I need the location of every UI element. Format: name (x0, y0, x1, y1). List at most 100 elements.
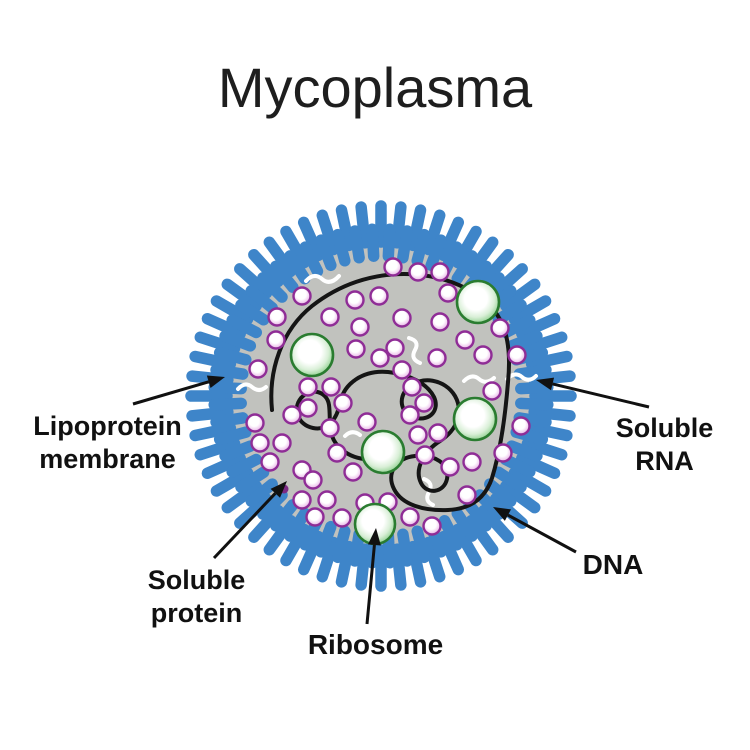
protein-dot (385, 338, 405, 358)
protein-dot (400, 507, 420, 527)
membrane-spike (366, 223, 380, 262)
membrane-spike (397, 528, 413, 567)
label-soluble-protein-line1: Soluble (147, 565, 246, 595)
membrane-spike (508, 467, 552, 497)
membrane-spike (515, 381, 554, 395)
protein-dot (430, 312, 450, 332)
rna-squiggle (343, 430, 362, 438)
label-lipoprotein-membrane: Lipoprotein membrane (15, 410, 200, 476)
protein-dot (392, 308, 412, 328)
protein-dot (267, 307, 287, 327)
membrane-spike (451, 250, 478, 285)
soluble-protein-arrow (212, 492, 277, 560)
membrane-spike (411, 228, 430, 267)
membrane-spike (515, 397, 554, 411)
protein-dot (408, 262, 428, 282)
label-soluble-rna-line1: Soluble (615, 413, 714, 443)
membrane-spike (208, 397, 247, 411)
membrane-spike (297, 216, 325, 262)
membrane-spike (499, 278, 541, 312)
ribosome-circle (455, 279, 501, 325)
membrane-spike (297, 530, 325, 576)
membrane-spike (248, 249, 284, 288)
membrane-spike (210, 467, 254, 497)
ribosome-circle (360, 429, 406, 475)
membrane-spike (245, 478, 278, 507)
protein-dot (455, 330, 475, 350)
membrane-spike (499, 453, 536, 478)
membrane-spike (234, 263, 273, 299)
membrane-spike (248, 504, 284, 543)
membrane-spike (452, 523, 482, 567)
protein-dot (303, 470, 323, 490)
pointer-arrows (132, 375, 650, 625)
soluble-rna-arrow (552, 382, 650, 409)
rna-squiggle (236, 382, 268, 392)
label-dna: DNA (553, 548, 673, 581)
membrane-spike (474, 489, 505, 520)
protein-dot (402, 377, 422, 397)
membrane-spike (263, 514, 297, 556)
membrane-spike (189, 350, 237, 370)
protein-dot (408, 425, 428, 445)
dna-arrow (507, 513, 577, 554)
membrane-spike (505, 440, 543, 462)
membrane-spike (528, 406, 576, 422)
membrane-spike (221, 480, 263, 514)
protein-dot (457, 485, 477, 505)
membrane-spike (201, 452, 247, 480)
protein-dot (298, 398, 318, 418)
protein-dot (400, 405, 420, 425)
protein-dot (272, 433, 292, 453)
protein-dot (320, 307, 340, 327)
membrane-spike (194, 437, 241, 461)
membrane-spike (391, 543, 407, 591)
protein-dot (245, 413, 265, 433)
membrane-spike (194, 331, 241, 355)
label-soluble-protein-line2: protein (150, 598, 243, 628)
protein-dot (357, 412, 377, 432)
membrane-spike (186, 406, 234, 422)
membrane-spike (397, 225, 413, 264)
membrane-spike (270, 260, 299, 293)
membrane-spike (525, 422, 573, 442)
membrane-spike (219, 330, 257, 352)
protein-dot (333, 393, 353, 413)
membrane-spike (270, 499, 299, 532)
membrane-spike (499, 480, 541, 514)
protein-dot (292, 490, 312, 510)
membrane-spike (525, 350, 573, 370)
protein-dot (392, 360, 412, 380)
membrane-spike (407, 204, 427, 252)
protein-dot (266, 330, 286, 350)
protein-dot (438, 283, 458, 303)
rna-squiggle (505, 372, 538, 382)
protein-dot (415, 445, 435, 465)
protein-dot (305, 507, 325, 527)
membrane-spike (210, 412, 249, 428)
ribosome-arrow (365, 544, 376, 625)
protein-dot (345, 290, 365, 310)
protein-dot (462, 452, 482, 472)
membrane-spike (335, 540, 355, 588)
protein-dot (414, 393, 434, 413)
protein-dot (370, 348, 390, 368)
membrane-spike (284, 507, 311, 542)
ribosome-circle (452, 396, 498, 442)
protein-dot (320, 418, 340, 438)
membrane-spike (465, 514, 499, 556)
membrane-spike (492, 466, 527, 493)
membrane-spike (437, 530, 465, 576)
membrane-spike (316, 536, 340, 583)
membrane-spike (478, 249, 514, 288)
membrane-spike (407, 540, 427, 588)
soluble-protein-arrow-head (270, 481, 287, 498)
label-lipoprotein-line1: Lipoprotein (33, 411, 182, 441)
label-dna-text: DNA (582, 549, 644, 580)
soluble-rna-squiggles (236, 274, 538, 507)
protein-dot (482, 381, 502, 401)
membrane-spike (492, 299, 527, 326)
membrane-spike (422, 536, 446, 583)
diagram-title: Mycoplasma (217, 56, 533, 119)
